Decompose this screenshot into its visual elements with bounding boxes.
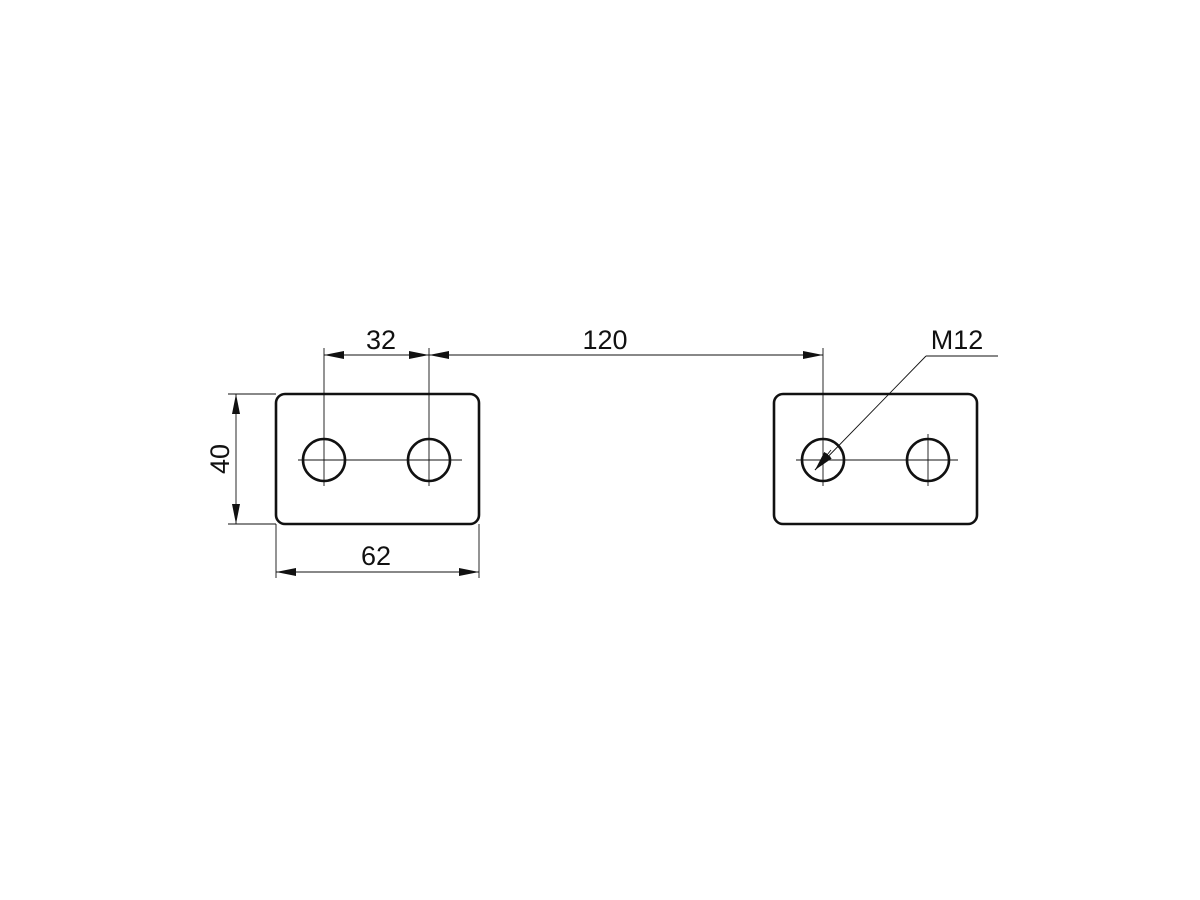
dimension-label-32: 32: [366, 325, 396, 355]
left-plate-outline: [274, 392, 481, 526]
leader-inner-m12: [814, 449, 832, 471]
leader-line-m12: [814, 355, 927, 471]
right-plate-outline: [772, 392, 979, 526]
thread-callout-m12: M12: [931, 325, 984, 355]
dimension-label-62: 62: [361, 541, 391, 571]
left-plate: [274, 392, 481, 526]
dimension-label-40: 40: [205, 444, 235, 474]
dimension-label-120: 120: [582, 325, 627, 355]
right-plate: [772, 392, 979, 526]
